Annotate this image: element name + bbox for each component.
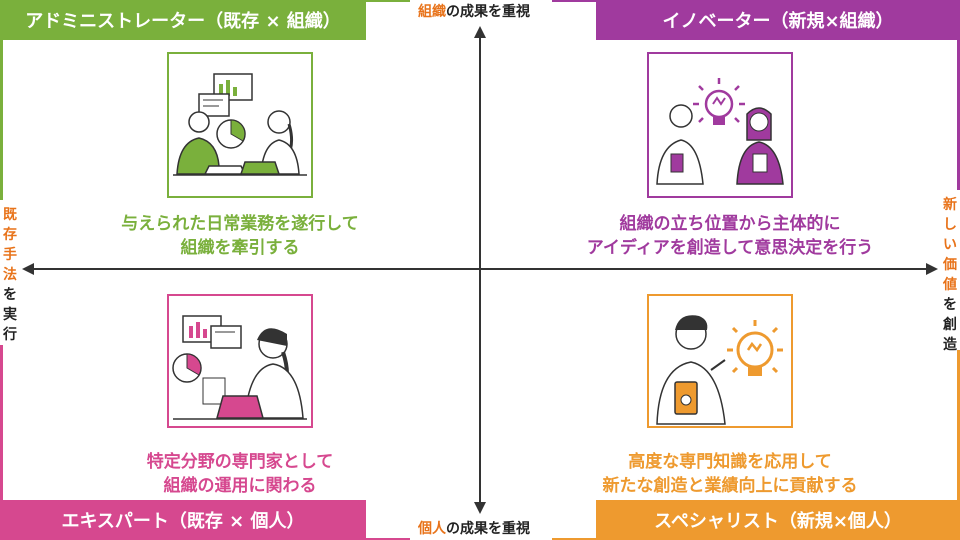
innovator-illustration bbox=[647, 52, 793, 198]
expert-illustration bbox=[167, 294, 313, 428]
expert-border-bottom bbox=[366, 538, 410, 540]
axis-bottom-label: 個人の成果を重視 bbox=[418, 521, 530, 537]
axis-right-label: 新 し い 価 値 を 創 造 bbox=[943, 197, 957, 353]
expert-title: エキスパート（既存 × 個人） bbox=[61, 511, 305, 532]
innovator-border-right bbox=[957, 40, 960, 190]
expert-description: 特定分野の専門家として 組織の運用に関わる bbox=[146, 452, 334, 496]
axis-left-label: 既 存 手 法 を 実 行 bbox=[3, 207, 17, 343]
axis-top-label: 組織の成果を重視 bbox=[418, 4, 530, 20]
specialist-title: スペシャリスト（新規×個人） bbox=[654, 511, 902, 532]
expert-title-bar: エキスパート（既存 × 個人） bbox=[0, 500, 366, 540]
innovator-title: イノベーター（新規×組織） bbox=[662, 11, 894, 32]
specialist-description: 高度な専門知識を応用して 新たな創造と業績向上に貢献する bbox=[602, 452, 858, 496]
administrator-border-top bbox=[366, 0, 410, 2]
specialist-illustration bbox=[647, 294, 793, 428]
administrator-title-bar: アドミニストレーター（既存 × 組織） bbox=[0, 0, 366, 40]
specialist-title-bar: スペシャリスト（新規×個人） bbox=[596, 500, 960, 540]
expert-border-left bbox=[0, 345, 3, 500]
administrator-border-left bbox=[0, 40, 3, 200]
administrator-title: アドミニストレーター（既存 × 組織） bbox=[25, 11, 341, 32]
specialist-border-right bbox=[957, 350, 960, 500]
specialist-border-bottom bbox=[552, 538, 596, 540]
innovator-border-top bbox=[552, 0, 596, 2]
administrator-illustration bbox=[167, 52, 313, 198]
innovator-description: 組織の立ち位置から主体的に アイディアを創造して意思決定を行う bbox=[586, 214, 874, 258]
administrator-description: 与えられた日常業務を遂行して 組織を牽引する bbox=[121, 214, 359, 258]
innovator-title-bar: イノベーター（新規×組織） bbox=[596, 0, 960, 40]
